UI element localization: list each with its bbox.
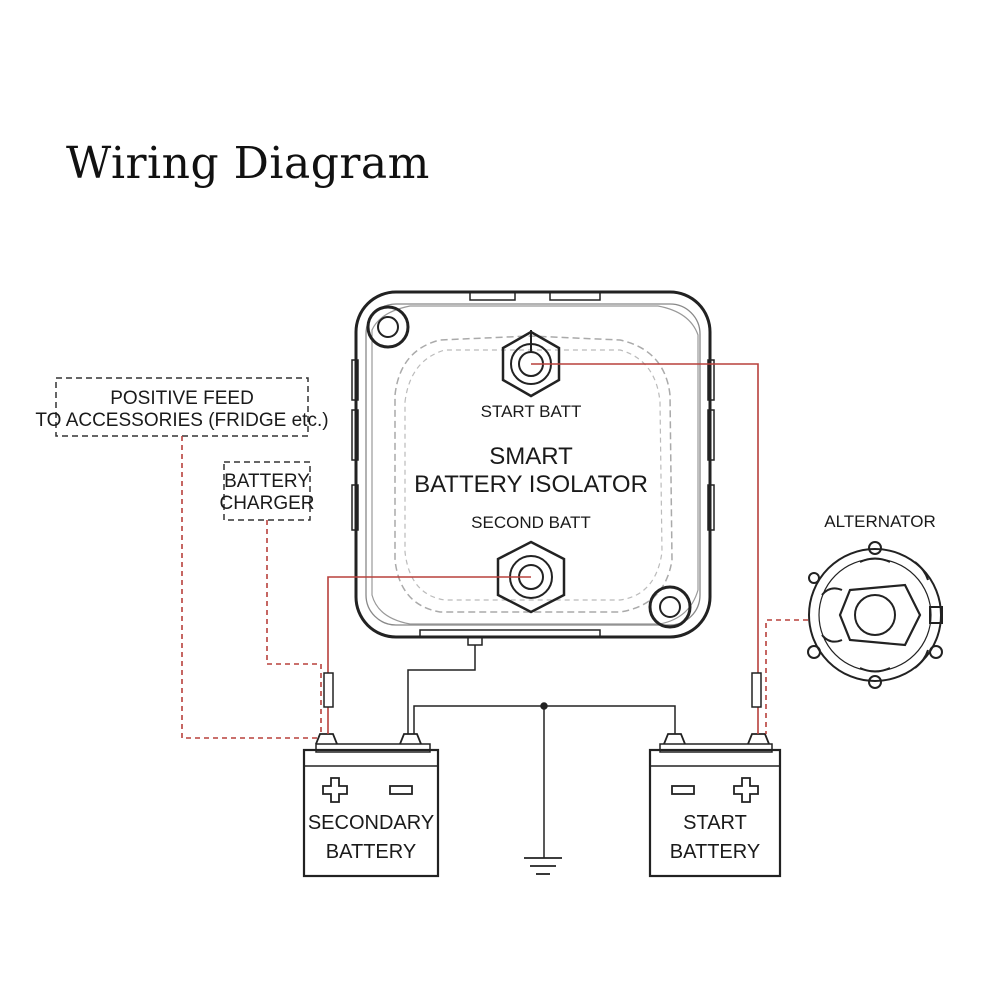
battery-charger-line1: BATTERY — [224, 471, 310, 492]
positive-feed-line1: POSITIVE FEED — [110, 388, 254, 409]
isolator-title-line2: BATTERY ISOLATOR — [414, 471, 648, 498]
secondary-battery — [302, 733, 440, 878]
secondary-battery-line2: BATTERY — [326, 841, 416, 863]
battery-isolator — [351, 290, 715, 646]
battery-charger-box: BATTERY CHARGER — [219, 461, 315, 521]
secondary-battery-line1: SECONDARY — [308, 812, 434, 834]
diagram-title: Wiring Diagram — [66, 138, 430, 189]
alternator — [807, 541, 943, 689]
positive-feed-box: POSITIVE FEED TO ACCESSORIES (FRIDGE etc… — [35, 377, 329, 437]
second-batt-label: SECOND BATT — [471, 513, 591, 532]
start-batt-terminal — [501, 330, 561, 398]
isolator-title-line1: SMART — [489, 443, 573, 470]
alternator-label: ALTERNATOR — [824, 512, 935, 531]
start-battery-line1: START — [683, 812, 747, 834]
battery-charger-line2: CHARGER — [219, 493, 314, 514]
start-battery-line2: BATTERY — [670, 841, 760, 863]
dashed-accessory-wires — [181, 436, 808, 739]
positive-feed-line2: TO ACCESSORIES (FRIDGE etc.) — [35, 410, 328, 431]
negative-wires — [407, 645, 676, 858]
ground-symbol — [524, 857, 562, 875]
fuse-start — [751, 672, 762, 708]
start-batt-label: START BATT — [481, 402, 582, 421]
fuse-secondary — [323, 672, 334, 708]
